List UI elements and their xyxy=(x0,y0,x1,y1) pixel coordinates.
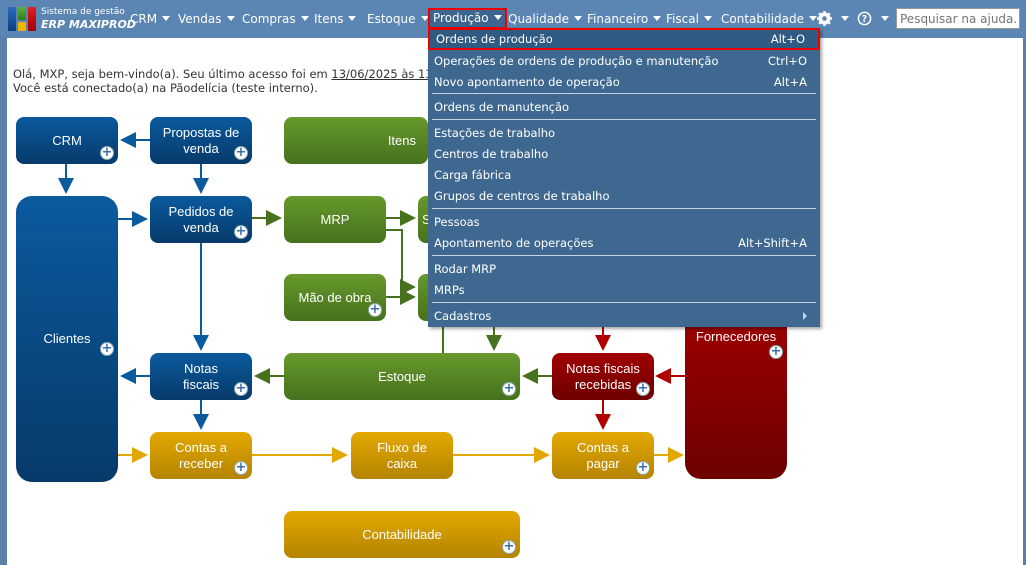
node-contas-a-receber[interactable]: Contas a receber+ xyxy=(150,432,252,479)
node-notas-fiscais[interactable]: Notas fiscais+ xyxy=(150,353,252,400)
nav-vendas[interactable]: Vendas xyxy=(175,9,238,29)
chevron-down-icon xyxy=(653,16,662,21)
svg-text:?: ? xyxy=(862,14,867,25)
chevron-down-icon xyxy=(808,16,817,21)
help-menu[interactable]: ? xyxy=(854,9,892,29)
node-propostas-de-venda[interactable]: Propostas de venda+ xyxy=(150,117,252,164)
node-fluxo-de-caixa[interactable]: Fluxo de caixa xyxy=(351,432,453,479)
add-icon[interactable]: + xyxy=(234,381,248,396)
add-icon[interactable]: + xyxy=(502,381,516,396)
nav-itens[interactable]: Itens xyxy=(311,9,359,29)
nav-fiscal[interactable]: Fiscal xyxy=(663,9,715,29)
gear-icon xyxy=(817,11,832,26)
add-icon[interactable]: + xyxy=(234,460,248,475)
node-notas-fiscais-recebidas[interactable]: Notas fiscais recebidas+ xyxy=(552,353,654,400)
brand-subtitle: Sistema de gestão xyxy=(41,7,125,17)
add-icon[interactable]: + xyxy=(368,302,382,317)
add-icon[interactable]: + xyxy=(769,344,783,359)
menu-separator xyxy=(432,93,816,94)
menu-separator xyxy=(432,255,816,256)
add-icon[interactable]: + xyxy=(100,341,114,356)
welcome-message: Olá, MXP, seja bem-vindo(a). Seu último … xyxy=(13,67,452,95)
chevron-down-icon xyxy=(493,15,502,20)
node-pedidos-de-venda[interactable]: Pedidos de venda+ xyxy=(150,196,252,243)
menu-item-carga-fabrica[interactable]: Carga fábrica xyxy=(434,167,512,182)
menu-separator xyxy=(432,208,816,209)
brand-name: ERP MAXIPROD xyxy=(41,18,136,31)
node-itens[interactable]: Itens xyxy=(284,117,428,164)
chevron-down-icon xyxy=(881,16,889,21)
node-producao[interactable] xyxy=(418,274,430,321)
menu-item-mrps[interactable]: MRPs xyxy=(434,282,465,297)
chevron-down-icon xyxy=(300,16,309,21)
menu-item-estacoes-de-trabalho[interactable]: Estações de trabalho xyxy=(434,125,556,140)
add-icon[interactable]: + xyxy=(636,460,650,475)
maxiprod-logo[interactable] xyxy=(8,7,36,31)
chevron-down-icon xyxy=(226,16,235,21)
top-menu-bar: Sistema de gestão ERP MAXIPROD CRM Venda… xyxy=(0,0,1026,38)
menu-item-centros-de-trabalho[interactable]: Centros de trabalho xyxy=(434,146,549,161)
chevron-down-icon xyxy=(348,16,357,21)
chevron-down-icon xyxy=(574,16,583,21)
menu-item-cadastros[interactable]: Cadastros xyxy=(428,305,820,326)
help-search-input[interactable] xyxy=(896,8,1020,29)
menu-item-operacoes-ordens[interactable]: Operações de ordens de produção e manute… xyxy=(434,53,807,68)
node-contabilidade[interactable]: Contabilidade+ xyxy=(284,511,520,558)
add-icon[interactable]: + xyxy=(636,381,650,396)
node-estoque[interactable]: Estoque+ xyxy=(284,353,520,400)
add-icon[interactable]: + xyxy=(502,539,516,554)
nav-estoque[interactable]: Estoque xyxy=(364,9,432,29)
menu-separator xyxy=(432,302,816,303)
chevron-down-icon xyxy=(162,16,171,21)
add-icon[interactable]: + xyxy=(234,145,248,160)
node-crm[interactable]: CRM+ xyxy=(16,117,118,164)
menu-separator xyxy=(432,119,816,120)
nav-qualidade[interactable]: Qualidade xyxy=(505,9,585,29)
node-solicitacoes[interactable]: S xyxy=(418,196,431,243)
connection-info: Você está conectado(a) na Pãodelícia (te… xyxy=(13,80,318,95)
node-mrp[interactable]: MRP xyxy=(284,196,386,243)
node-clientes[interactable]: Clientes+ xyxy=(16,196,118,482)
last-access-link[interactable]: 13/06/2025 às 13:03 xyxy=(331,67,452,81)
welcome-text: Olá, MXP, seja bem-vindo(a). Seu último … xyxy=(13,67,332,81)
add-icon[interactable]: + xyxy=(234,224,248,239)
chevron-down-icon xyxy=(420,16,429,21)
chevron-down-icon xyxy=(703,16,712,21)
menu-item-pessoas[interactable]: Pessoas xyxy=(434,214,480,229)
node-fornecedores[interactable]: Fornecedores+ xyxy=(685,300,787,479)
arrow-mrp-down xyxy=(385,229,416,295)
menu-item-ordens-de-manutencao[interactable]: Ordens de manutenção xyxy=(434,99,570,114)
question-circle-icon: ? xyxy=(857,11,872,26)
nav-compras[interactable]: Compras xyxy=(239,9,312,29)
menu-item-rodar-mrp[interactable]: Rodar MRP xyxy=(434,261,497,276)
menu-item-grupos-centros[interactable]: Grupos de centros de trabalho xyxy=(434,188,610,203)
add-icon[interactable]: + xyxy=(100,145,114,160)
settings-menu[interactable] xyxy=(814,9,852,29)
chevron-down-icon xyxy=(841,16,849,21)
chevron-right-icon xyxy=(803,311,807,320)
node-mao-de-obra[interactable]: Mão de obra+ xyxy=(284,274,386,321)
node-contas-a-pagar[interactable]: Contas a pagar+ xyxy=(552,432,654,479)
nav-contabilidade[interactable]: Contabilidade xyxy=(718,9,820,29)
nav-crm[interactable]: CRM xyxy=(127,9,173,29)
nav-financeiro[interactable]: Financeiro xyxy=(584,9,664,29)
